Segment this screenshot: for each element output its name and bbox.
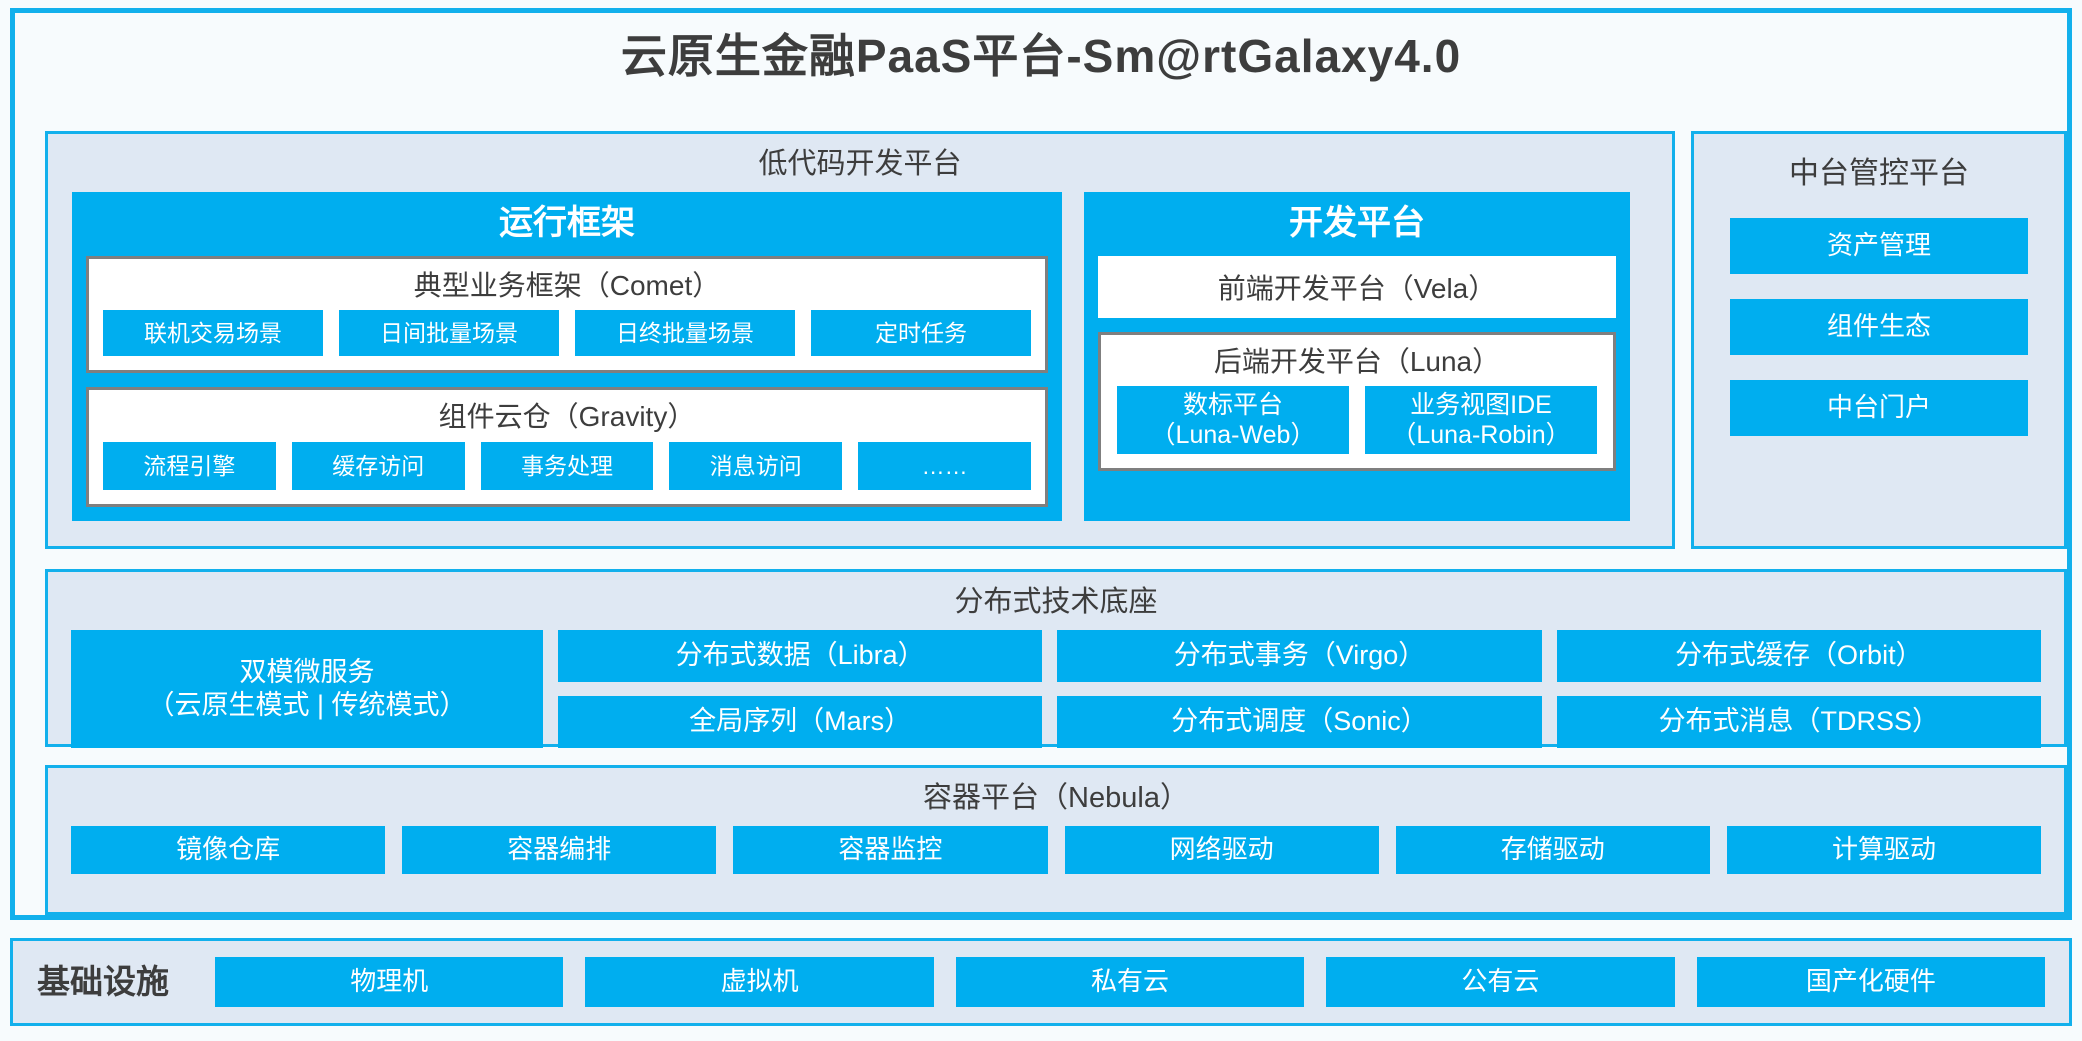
gravity-items: 流程引擎 缓存访问 事务处理 消息访问 …… <box>89 441 1045 504</box>
foundation-column-3: 分布式缓存（Orbit） 分布式消息（TDRSS） <box>1556 629 2041 748</box>
infrastructure-item-physical[interactable]: 物理机 <box>215 957 564 1007</box>
dual-mode-line1: 双模微服务 <box>239 656 375 687</box>
comet-items: 联机交易场景 日间批量场景 日终批量场景 定时任务 <box>89 310 1045 370</box>
container-platform-items: 镜像仓库 容器编排 容器监控 网络驱动 存储驱动 计算驱动 <box>48 825 2064 894</box>
container-item-network-driver[interactable]: 网络驱动 <box>1064 825 1379 874</box>
infrastructure-item-public-cloud[interactable]: 公有云 <box>1326 957 1675 1007</box>
gravity-item[interactable]: 事务处理 <box>480 441 654 490</box>
runtime-framework-title: 运行框架 <box>499 203 635 242</box>
gravity-item[interactable]: 缓存访问 <box>291 441 465 490</box>
gravity-item[interactable]: 消息访问 <box>669 441 843 490</box>
vela-frontend-box[interactable]: 前端开发平台（Vela） <box>1098 255 1616 318</box>
container-item-orchestration[interactable]: 容器编排 <box>402 825 717 874</box>
luna-items: 数标平台 （Luna-Web） 业务视图IDE （Luna-Robin） <box>1101 386 1613 468</box>
container-item-storage-driver[interactable]: 存储驱动 <box>1395 825 1710 874</box>
gravity-box: 组件云仓（Gravity） 流程引擎 缓存访问 事务处理 消息访问 …… <box>86 387 1048 507</box>
control-item-component[interactable]: 组件生态 <box>1730 299 2028 355</box>
dual-mode-microservice[interactable]: 双模微服务 （云原生模式 | 传统模式） <box>71 629 543 748</box>
control-platform-panel: 中台管控平台 资产管理 组件生态 中台门户 <box>1691 131 2067 549</box>
container-platform-title: 容器平台（Nebula） <box>923 782 1189 814</box>
luna-robin-item[interactable]: 业务视图IDE （Luna-Robin） <box>1365 386 1597 455</box>
comet-title: 典型业务框架（Comet） <box>413 269 721 301</box>
control-item-asset[interactable]: 资产管理 <box>1730 218 2028 274</box>
foundation-item-tdrss[interactable]: 分布式消息（TDRSS） <box>1556 695 2041 748</box>
infrastructure-item-private-cloud[interactable]: 私有云 <box>955 957 1305 1007</box>
comet-box: 典型业务框架（Comet） 联机交易场景 日间批量场景 日终批量场景 定时任务 <box>86 255 1048 374</box>
lowcode-platform-panel: 低代码开发平台 运行框架 典型业务框架（Comet） 联机交易场景 日间批量场景… <box>45 131 1675 549</box>
gravity-title: 组件云仓（Gravity） <box>438 401 696 433</box>
gravity-item[interactable]: 流程引擎 <box>103 441 276 490</box>
comet-item[interactable]: 日间批量场景 <box>339 310 559 357</box>
infrastructure-panel: 基础设施 物理机 虚拟机 私有云 公有云 国产化硬件 <box>10 938 2072 1026</box>
dual-mode-line2: （云原生模式 | 传统模式） <box>147 689 467 720</box>
infrastructure-item-domestic-hardware[interactable]: 国产化硬件 <box>1696 957 2046 1007</box>
foundation-item-sonic[interactable]: 分布式调度（Sonic） <box>1057 695 1542 748</box>
control-item-portal[interactable]: 中台门户 <box>1730 380 2028 436</box>
luna-web-line1: 数标平台 <box>1182 390 1283 419</box>
development-platform-block: 开发平台 前端开发平台（Vela） 后端开发平台（Luna） 数标平台 （Lun… <box>1084 191 1630 521</box>
luna-web-item[interactable]: 数标平台 （Luna-Web） <box>1117 386 1349 455</box>
runtime-framework-block: 运行框架 典型业务框架（Comet） 联机交易场景 日间批量场景 日终批量场景 … <box>72 191 1062 521</box>
lowcode-platform-title: 低代码开发平台 <box>758 148 962 180</box>
lowcode-columns: 运行框架 典型业务框架（Comet） 联机交易场景 日间批量场景 日终批量场景 … <box>48 191 1672 543</box>
luna-web-line2: （Luna-Web） <box>1150 421 1316 450</box>
luna-robin-line2: （Luna-Robin） <box>1391 421 1571 450</box>
foundation-items: 双模微服务 （云原生模式 | 传统模式） 分布式数据（Libra） 全局序列（M… <box>48 629 2064 766</box>
container-item-monitoring[interactable]: 容器监控 <box>733 825 1048 874</box>
infrastructure-item-virtual[interactable]: 虚拟机 <box>585 957 934 1007</box>
comet-item[interactable]: 定时任务 <box>811 310 1031 357</box>
development-platform-title: 开发平台 <box>1289 203 1425 242</box>
foundation-column-1: 分布式数据（Libra） 全局序列（Mars） <box>558 629 1043 748</box>
infrastructure-label: 基础设施 <box>37 963 169 1001</box>
foundation-title: 分布式技术底座 <box>954 586 1158 618</box>
comet-item[interactable]: 联机交易场景 <box>103 310 323 357</box>
control-platform-items: 资产管理 组件生态 中台门户 <box>1694 218 2064 436</box>
container-item-registry[interactable]: 镜像仓库 <box>71 825 386 874</box>
control-platform-title: 中台管控平台 <box>1789 157 1969 190</box>
luna-title: 后端开发平台（Luna） <box>1213 345 1501 377</box>
foundation-column-2: 分布式事务（Virgo） 分布式调度（Sonic） <box>1057 629 1542 748</box>
gravity-item-more[interactable]: …… <box>858 441 1031 490</box>
foundation-item-mars[interactable]: 全局序列（Mars） <box>558 695 1043 748</box>
comet-item[interactable]: 日终批量场景 <box>575 310 795 357</box>
main-frame: 云原生金融PaaS平台-Sm@rtGalaxy4.0 低代码开发平台 运行框架 … <box>10 8 2072 920</box>
foundation-item-orbit[interactable]: 分布式缓存（Orbit） <box>1556 629 2041 682</box>
container-platform-panel: 容器平台（Nebula） 镜像仓库 容器编排 容器监控 网络驱动 存储驱动 计算… <box>45 765 2067 915</box>
foundation-item-virgo[interactable]: 分布式事务（Virgo） <box>1057 629 1542 682</box>
luna-robin-line1: 业务视图IDE <box>1410 390 1552 419</box>
luna-backend-box: 后端开发平台（Luna） 数标平台 （Luna-Web） 业务视图IDE （Lu… <box>1098 331 1616 472</box>
container-item-compute-driver[interactable]: 计算驱动 <box>1726 825 2042 874</box>
foundation-panel: 分布式技术底座 双模微服务 （云原生模式 | 传统模式） 分布式数据（Libra… <box>45 569 2067 748</box>
foundation-item-libra[interactable]: 分布式数据（Libra） <box>558 629 1043 682</box>
page-title: 云原生金融PaaS平台-Sm@rtGalaxy4.0 <box>620 30 1462 82</box>
